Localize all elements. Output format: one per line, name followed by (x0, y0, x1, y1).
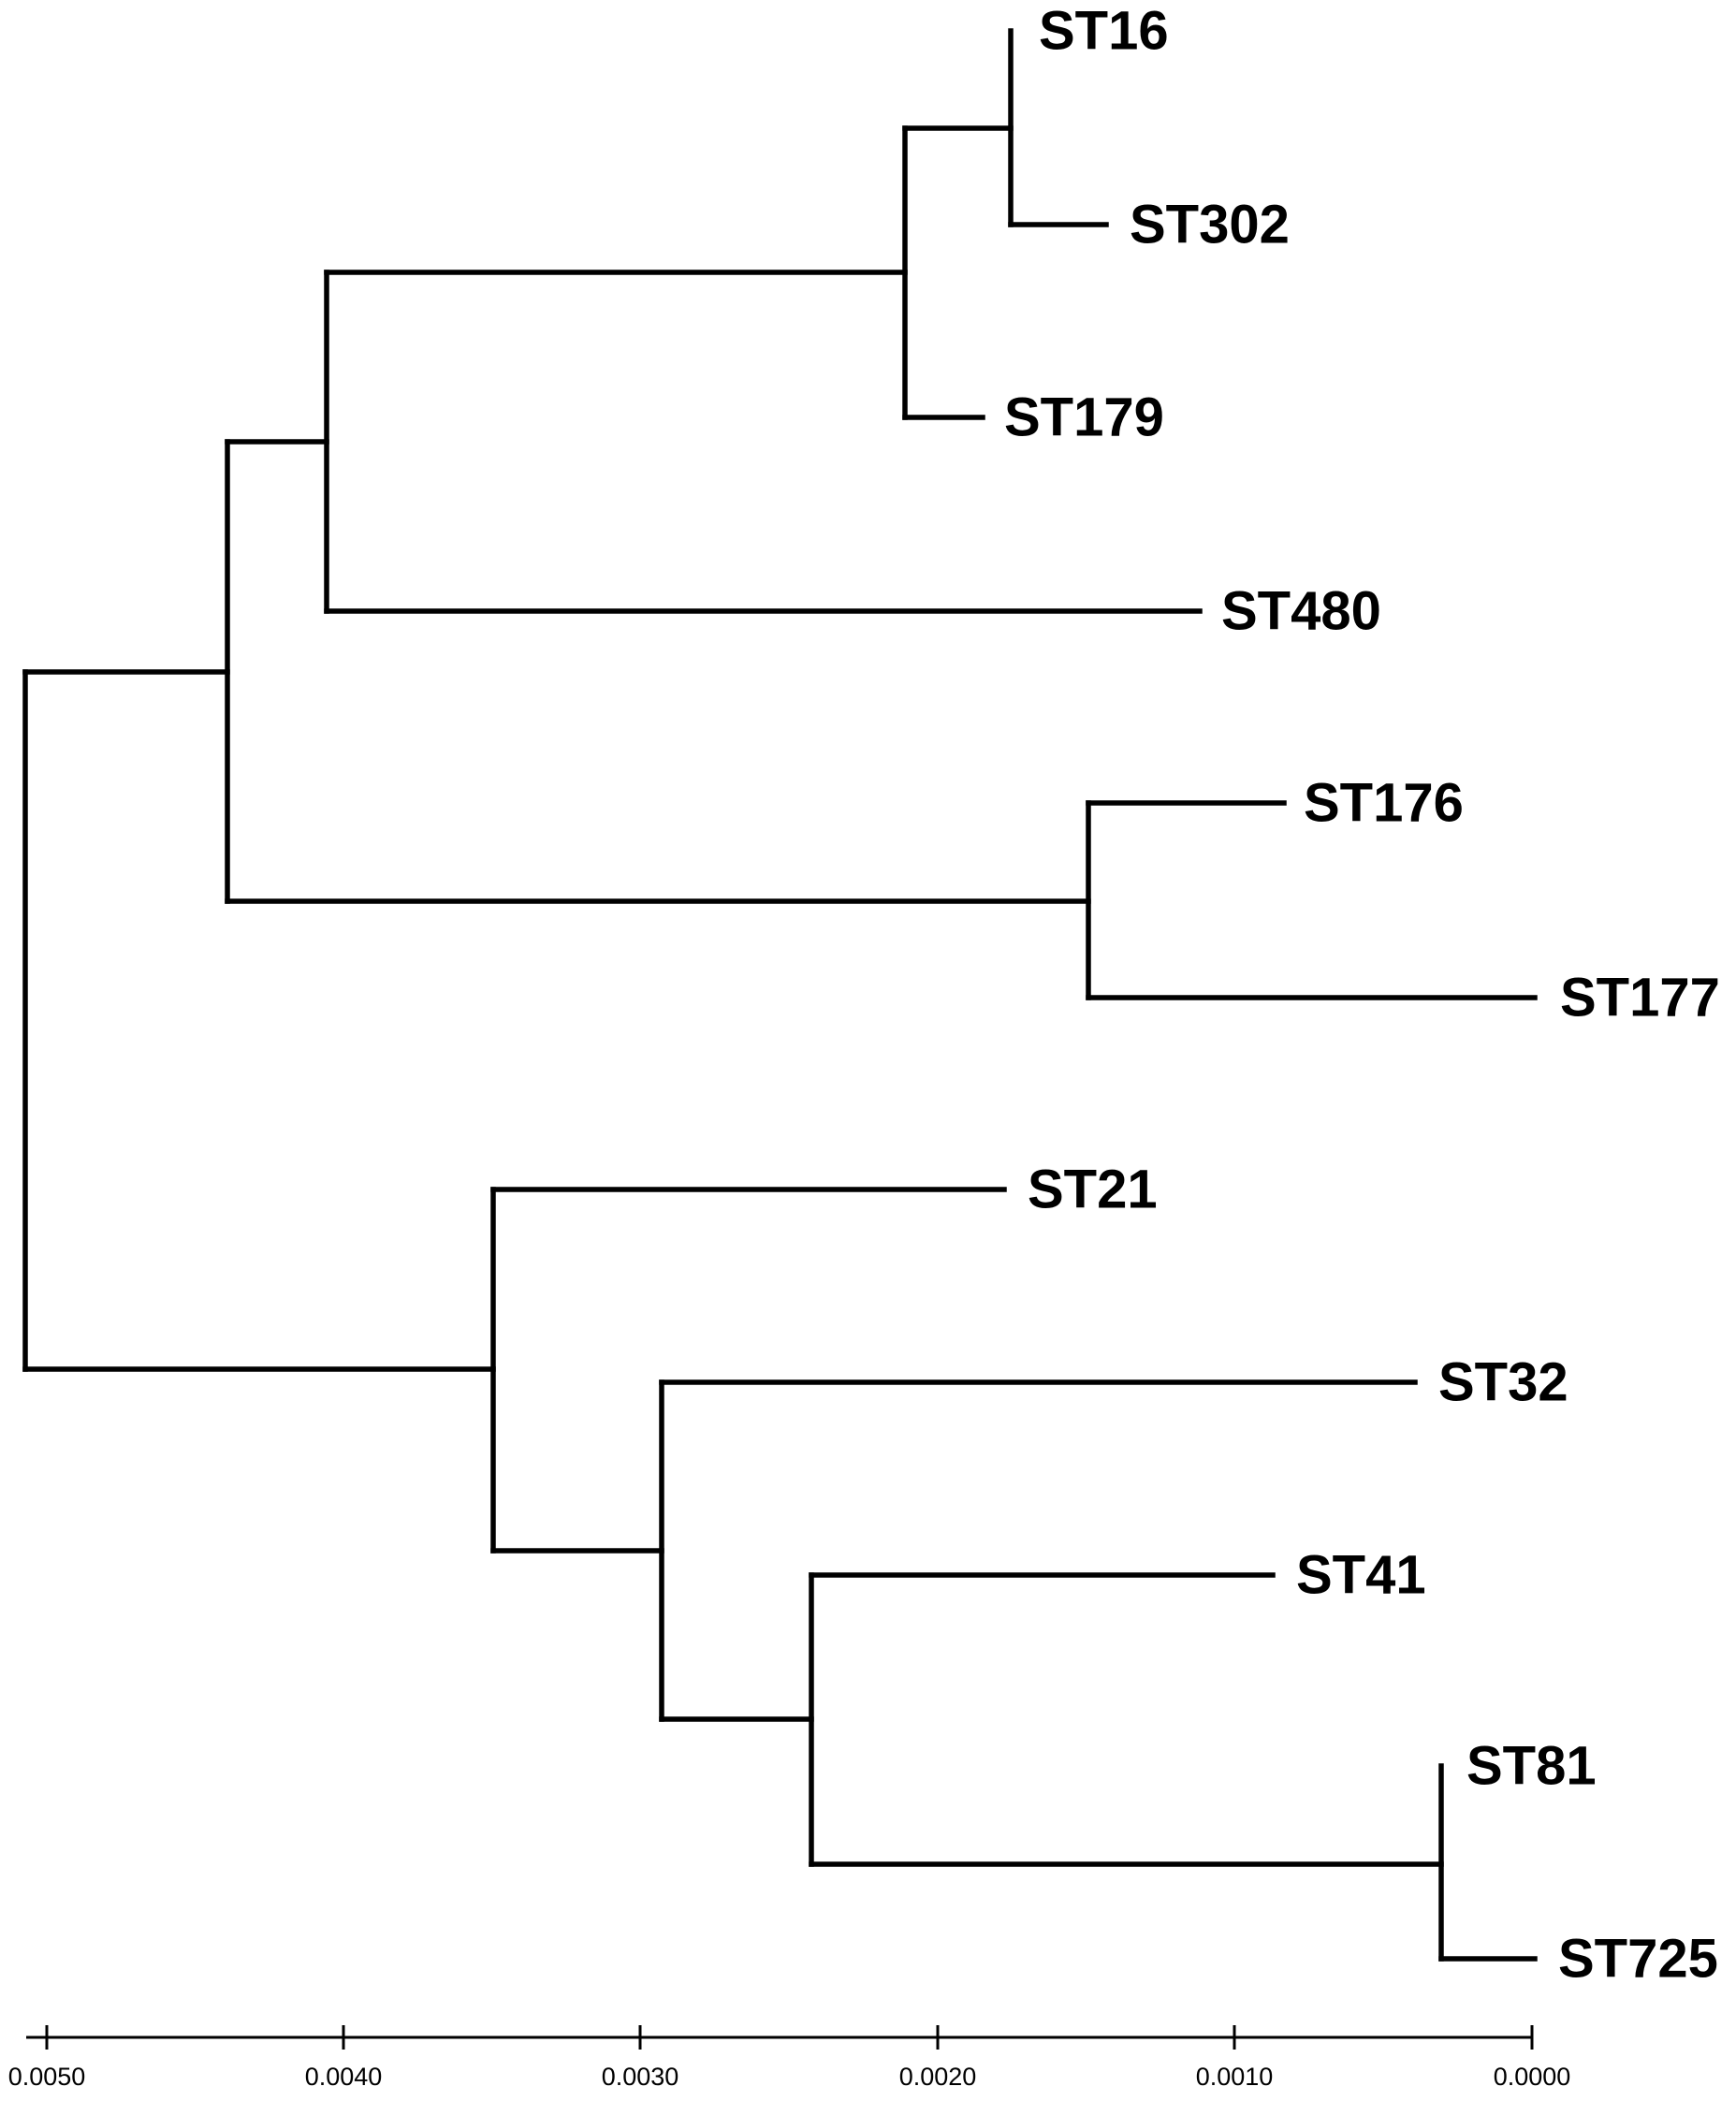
scale-tick-label-0.0010: 0.0010 (1196, 2063, 1274, 2091)
taxon-label-ST302: ST302 (1130, 195, 1290, 255)
taxon-label-ST16: ST16 (1039, 1, 1169, 62)
taxon-label-ST177: ST177 (1560, 968, 1720, 1029)
taxa-labels-layer: ST16ST302ST179ST480ST176ST177ST21ST32ST4… (1004, 1, 1720, 1990)
scale-tick-label-0.0020: 0.0020 (899, 2063, 977, 2091)
scale-axis-layer: 0.0050 0.0040 0.0030 0.0020 0.0010 0.0000 (8, 2025, 1571, 2091)
scale-tick-label-0.0030: 0.0030 (602, 2063, 679, 2091)
scale-tick-label-0.0000: 0.0000 (1494, 2063, 1571, 2091)
taxon-label-ST176: ST176 (1304, 773, 1464, 834)
tree-branches-layer (22, 28, 1538, 1962)
taxon-label-ST725: ST725 (1558, 1929, 1718, 1990)
taxon-label-ST81: ST81 (1466, 1736, 1597, 1797)
taxon-label-ST21: ST21 (1028, 1160, 1158, 1220)
scale-tick-label-0.0040: 0.0040 (305, 2063, 383, 2091)
scale-tick-label-0.0050: 0.0050 (8, 2063, 86, 2091)
taxon-label-ST179: ST179 (1004, 387, 1164, 448)
taxon-label-ST32: ST32 (1438, 1352, 1568, 1413)
taxon-label-ST480: ST480 (1221, 581, 1381, 642)
taxon-label-ST41: ST41 (1296, 1545, 1426, 1606)
